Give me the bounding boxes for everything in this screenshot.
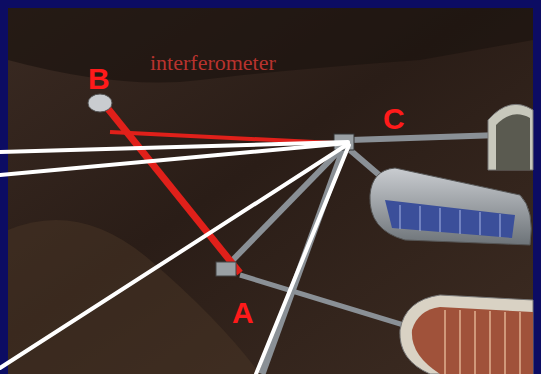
tunnel-interior	[385, 200, 515, 238]
end-station	[216, 262, 236, 276]
tunnel-pipe	[350, 135, 500, 140]
point-label: C	[383, 104, 405, 134]
tunnel-tube	[400, 295, 533, 374]
tunnel-chamber	[496, 114, 530, 170]
tunnel-chamber	[488, 104, 533, 170]
rock-shade	[8, 220, 260, 374]
pointer-line	[256, 145, 349, 374]
laser-arm	[105, 105, 240, 273]
pointer-line	[0, 144, 348, 368]
tunnel-interior	[412, 307, 533, 374]
end-station	[88, 94, 112, 112]
point-label: B	[88, 64, 110, 94]
tunnel-hall	[370, 168, 531, 245]
rock-ground	[8, 8, 533, 374]
point-label: A	[232, 298, 254, 328]
tunnel-pipe	[240, 275, 420, 330]
rock-shade	[8, 8, 533, 83]
tunnel-pipe	[225, 145, 345, 268]
title-label: interferometer	[150, 52, 276, 74]
pointer-line	[0, 143, 348, 175]
